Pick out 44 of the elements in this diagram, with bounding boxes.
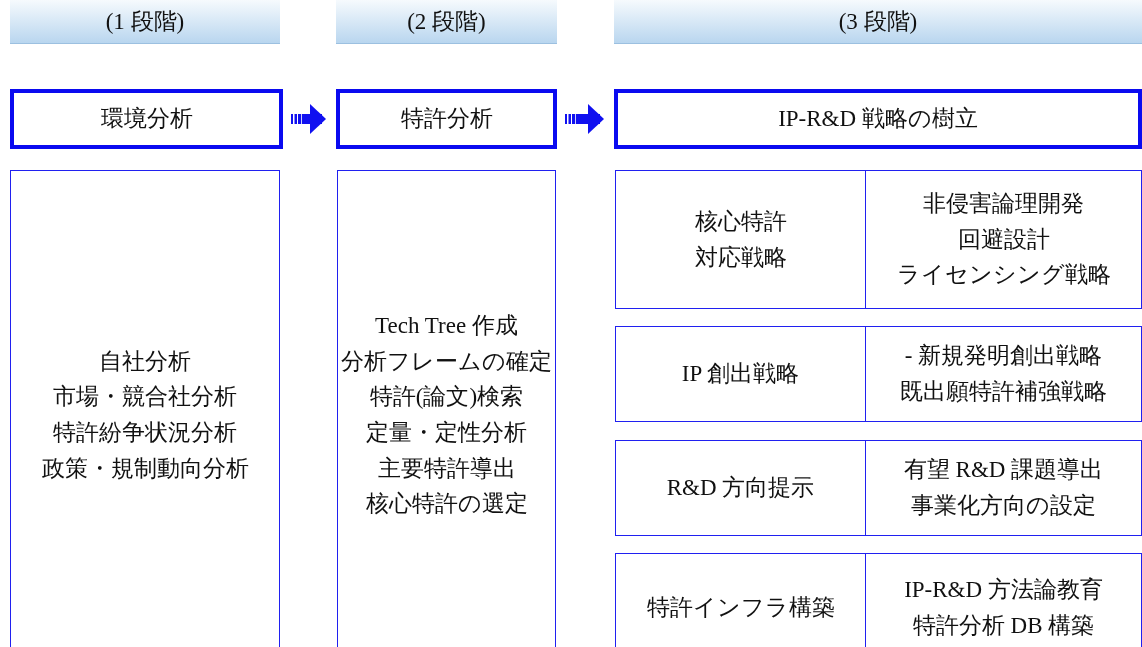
table-row xyxy=(615,440,1142,536)
label-text: IP-R&D 戦略の樹立 xyxy=(778,105,978,134)
label-text: 回避設計 xyxy=(957,225,1050,254)
label-text: 事業化方向の設定 xyxy=(911,492,1096,520)
label-text: (1 段階) xyxy=(105,7,185,36)
label-text: 対応戦略 xyxy=(694,243,787,272)
label-text: - 新規発明創出戦略 xyxy=(904,342,1103,371)
label-text: (2 段階) xyxy=(407,7,486,36)
table-row xyxy=(615,553,1142,647)
phase-box xyxy=(10,89,283,149)
stage-header xyxy=(336,0,557,44)
stage-header xyxy=(10,0,280,44)
label-text: 有望 R&D 課題導出 xyxy=(903,456,1104,485)
label-text: 特許分析 xyxy=(400,105,493,134)
label-text: 既出願特許補強戦略 xyxy=(900,378,1107,406)
label-text: IP 創出戦略 xyxy=(681,360,800,389)
label-text: R&D 方向提示 xyxy=(666,474,815,503)
label-text: (3 段階) xyxy=(838,7,918,36)
label-text: 定量・定性分析 xyxy=(366,419,527,447)
label-text: 核心特許 xyxy=(694,207,787,236)
phase-box xyxy=(614,89,1142,149)
label-text: ライセンシング戦略 xyxy=(896,261,1111,290)
arrow xyxy=(565,104,604,134)
task-box xyxy=(337,170,556,647)
table-row xyxy=(615,170,1142,309)
label-text: Tech Tree 作成 xyxy=(375,312,518,341)
phase-box xyxy=(336,89,557,149)
label-text: 分析フレームの確定 xyxy=(341,347,552,376)
label-text: 政策・規制動向分析 xyxy=(41,454,249,483)
label-text: 特許紛争状況分析 xyxy=(53,419,237,447)
label-text: 自社分析 xyxy=(99,347,191,376)
task-box xyxy=(10,170,280,647)
arrow xyxy=(291,104,326,134)
label-text: 特許分析 DB 構築 xyxy=(912,612,1095,640)
label-text: IP-R&D 方法論教育 xyxy=(904,576,1103,605)
label-text: 特許インフラ構築 xyxy=(646,594,835,623)
label-text: 特許(論文)検索 xyxy=(369,383,524,412)
label-text: 核心特許の選定 xyxy=(365,490,528,519)
label-text: 市場・競合社分析 xyxy=(53,383,237,412)
label-text: 非侵害論理開発 xyxy=(923,190,1084,219)
label-text: 環境分析 xyxy=(100,105,193,134)
table-row xyxy=(615,326,1142,422)
stage-header xyxy=(614,0,1142,44)
label-text: 主要特許導出 xyxy=(377,454,516,483)
